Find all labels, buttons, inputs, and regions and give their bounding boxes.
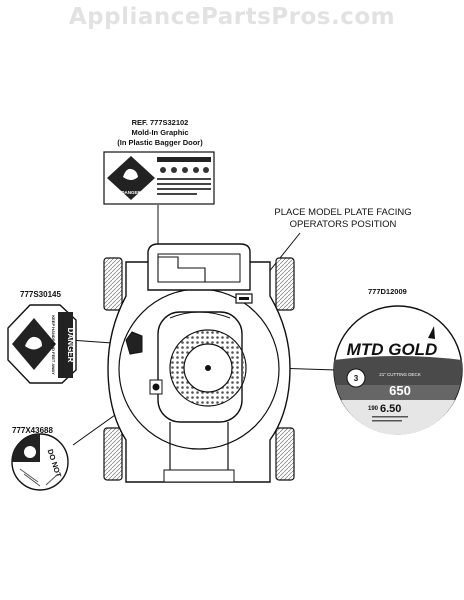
mtd-gold-decal-777d12009: MTD GOLD 3 21" CUTTING DECK 650 190 6.50 [333,305,463,435]
danger-decal-777s30145: DANGER KEEP HANDS AND FEET AWAY [7,304,77,384]
part-number-777d12009: 777D12009 [368,287,407,296]
part-number-777s30145: 777S30145 [20,290,61,299]
keep-away-text: KEEP HANDS AND FEET AWAY [51,315,56,375]
mower-top-view [103,243,295,483]
bagger-door-callout: REF. 777S32102 Mold-In Graphic (In Plast… [110,118,210,148]
model-number-text: 650 [389,383,411,398]
deck-size-text: 21" CUTTING DECK [379,372,421,377]
spec-text: 6.50 [380,403,401,415]
ref-description: Mold-In Graphic [131,128,189,137]
model-plate-callout: PLACE MODEL PLATE FACING OPERATORS POSIT… [258,207,428,231]
watermark: AppliancePartsPros.com [68,4,396,30]
do-not-decal-777x43688: DO NOT [11,433,69,491]
ref-location: (In Plastic Bagger Door) [117,138,203,147]
danger-text: DANGER [66,328,75,363]
model-plate-line-2: OPERATORS POSITION [289,219,397,230]
bagger-door-label: DANGER [103,151,215,205]
part-number-777x43688: 777X43688 [12,426,53,435]
brand-text: MTD GOLD [347,340,438,359]
bagger-danger-text: DANGER [121,190,141,195]
model-plate-line-1: PLACE MODEL PLATE FACING [274,207,412,218]
spec-prefix-text: 190 [368,406,379,412]
badge-number: 3 [354,374,359,383]
ref-part-number: REF. 777S32102 [131,118,189,127]
